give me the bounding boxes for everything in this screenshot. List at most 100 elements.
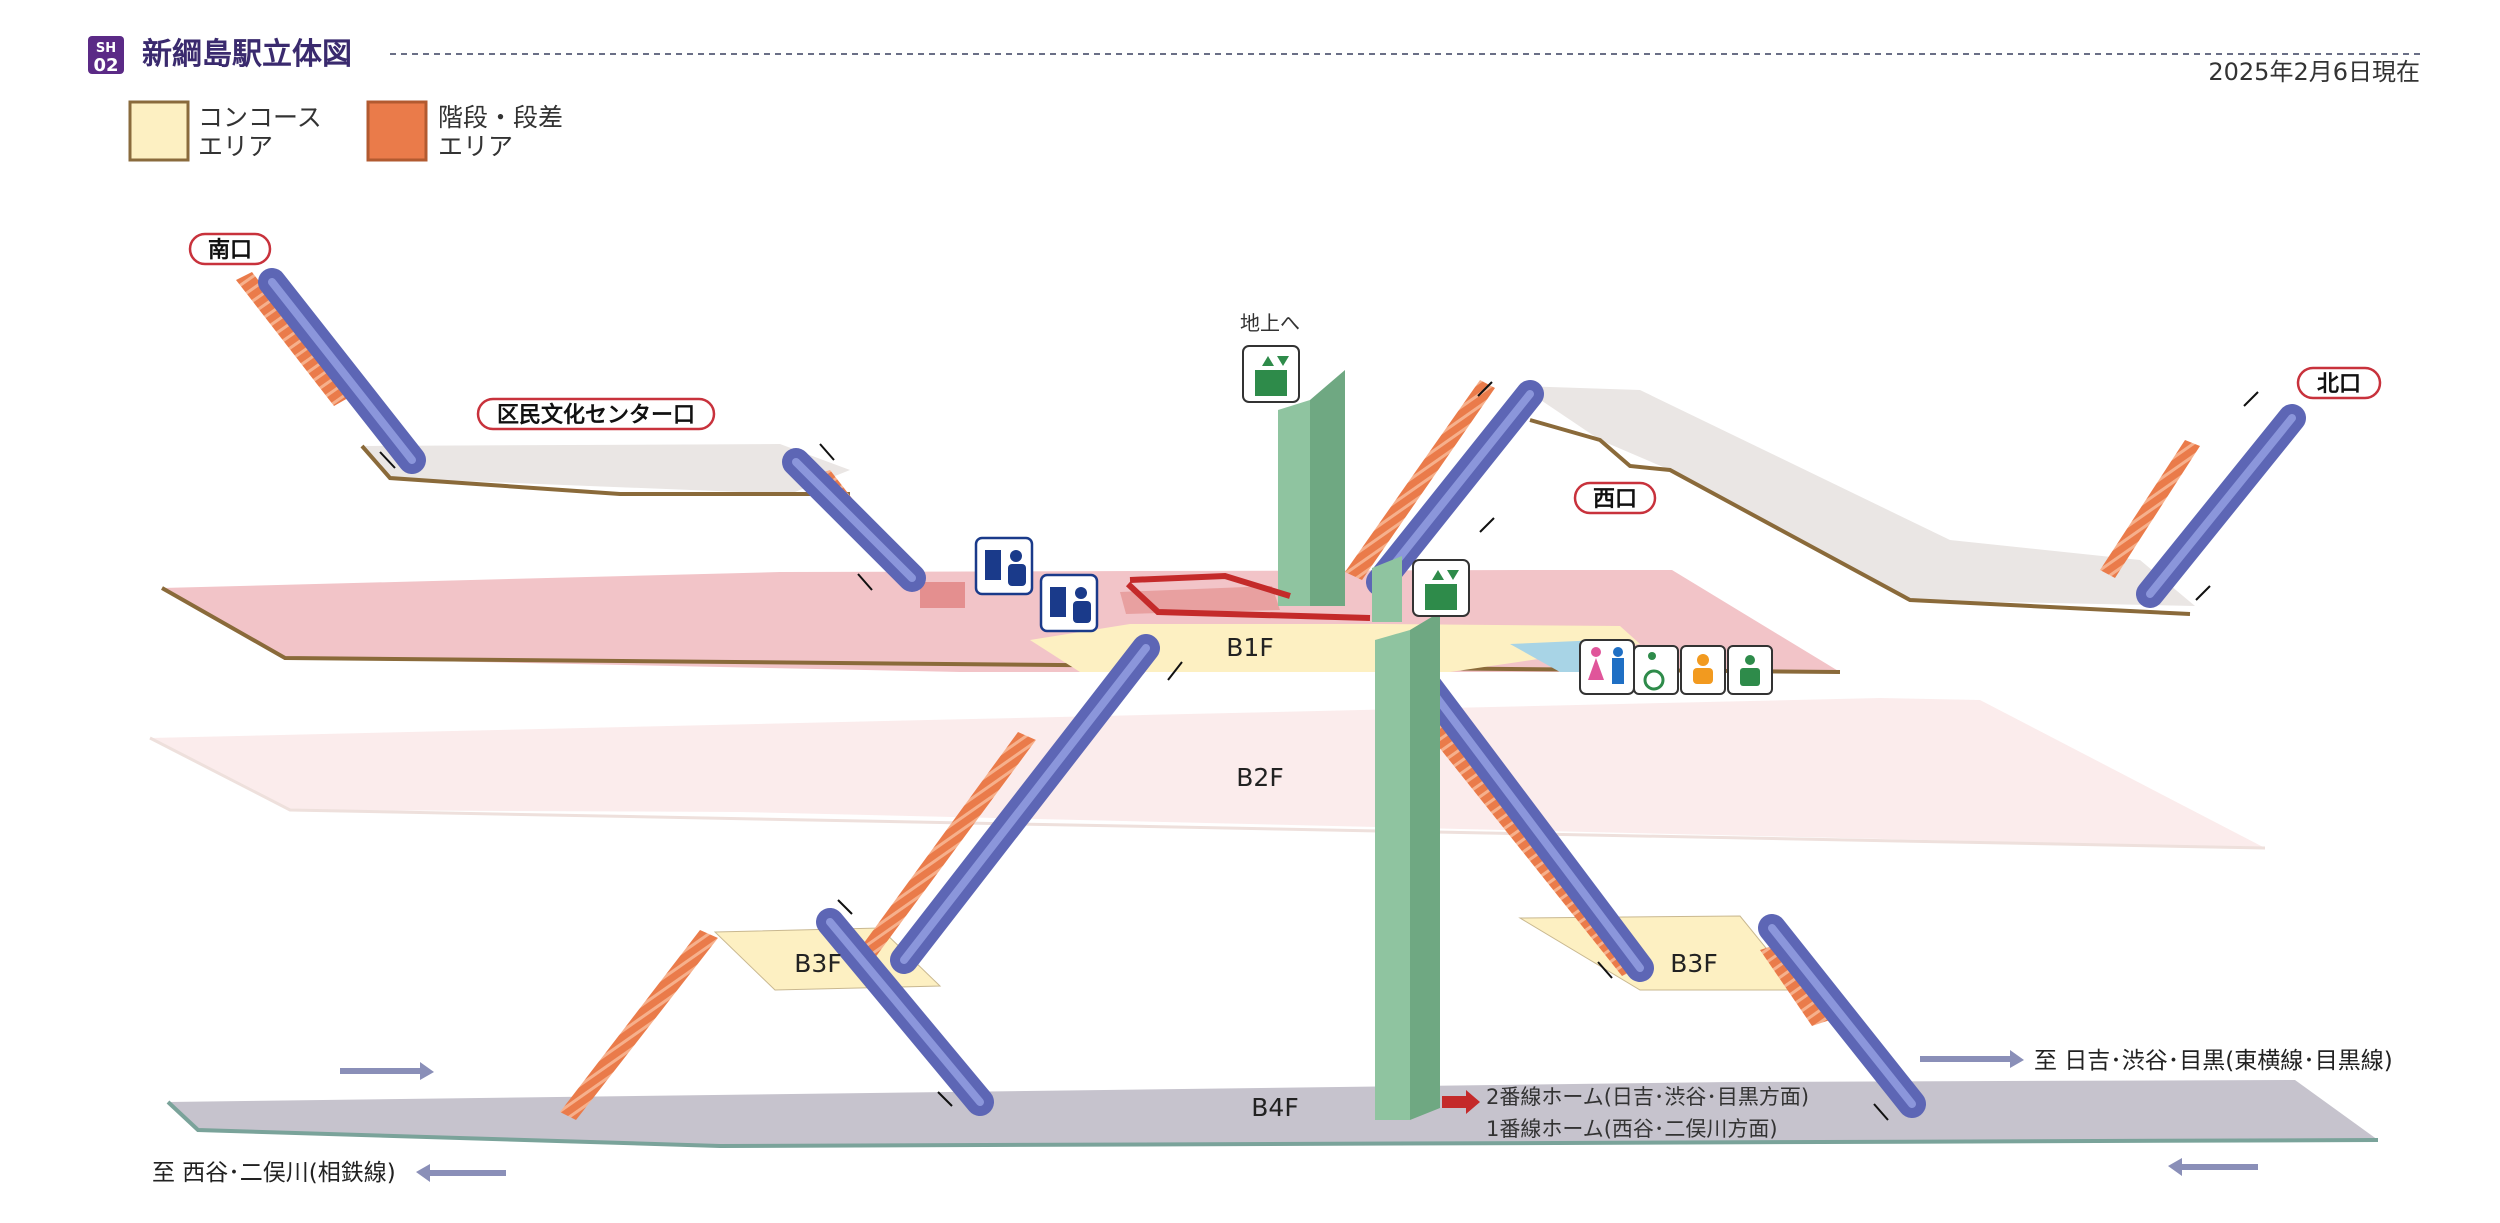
stairs-b1-b3-left xyxy=(850,732,1036,970)
ticket-office-icon[interactable] xyxy=(1039,573,1099,633)
flow-arrow-10 xyxy=(937,1091,953,1107)
flow-arrow-5 xyxy=(1479,517,1495,533)
platform-route-arrow xyxy=(1442,1090,1480,1114)
elevator-shaft-lower-front xyxy=(1375,630,1410,1120)
b4-floor xyxy=(168,1080,2378,1146)
stairs-north-exit xyxy=(2100,440,2200,578)
escalator-b3-b4-right-rail xyxy=(1768,924,1916,1108)
ticket-office-icon-person-head xyxy=(1075,587,1087,599)
stairs-b1-small xyxy=(920,582,965,608)
train-arrow-right xyxy=(1920,1050,2024,1068)
legend: コンコース エリア 階段・段差 エリア xyxy=(128,100,563,162)
multipurpose-room-icon[interactable] xyxy=(1727,645,1773,695)
baby-room-icon[interactable] xyxy=(1680,645,1726,695)
floor-label-b2: B2F xyxy=(1236,763,1283,792)
escalators-group xyxy=(258,268,2306,1118)
escalator-north-exit-rail xyxy=(2146,414,2296,598)
direction-right-label: 至 日吉･渋谷･目黒(東横線･目黒線) xyxy=(2034,1048,2393,1074)
to-ground-label-group: 地上へ xyxy=(1240,311,1300,335)
floor-label-b4: B4F xyxy=(1251,1093,1298,1122)
baby-room-icon-head xyxy=(1697,654,1709,666)
stairs-b3-b4-right xyxy=(1760,944,1830,1026)
flow-arrow-7 xyxy=(2195,585,2211,601)
elevator-shaft-upper-side xyxy=(1310,370,1345,606)
direction-right: 至 日吉･渋谷･目黒(東横線･目黒線) xyxy=(1920,1048,2393,1074)
exit-west-label: 西口 xyxy=(1593,487,1637,512)
page-title: 新綱島駅立体図 xyxy=(142,37,352,72)
baby-room-icon-body xyxy=(1693,668,1713,684)
elevator-b1-icon-up-arrow xyxy=(1432,570,1444,580)
stairs-west-exit xyxy=(1345,380,1495,580)
b1-concourse xyxy=(1030,624,1640,672)
wheelchair-icon-head xyxy=(1648,652,1656,660)
elevator-b1-icon-down-arrow xyxy=(1447,570,1459,580)
train-arrow-right-b4 xyxy=(2168,1158,2258,1176)
elevator-icon-up-arrow xyxy=(1262,356,1274,366)
elevator-shaft xyxy=(1278,370,1440,1120)
elevator-b1-icon[interactable] xyxy=(1412,559,1470,617)
platform1-label: 1番線ホーム(西谷･二俣川方面) xyxy=(1486,1117,1778,1141)
restroom-icon-female-head xyxy=(1591,647,1601,657)
escalator-south-exit-rail xyxy=(268,278,416,464)
south-passage xyxy=(362,444,850,494)
elevator-icon-down-arrow xyxy=(1277,356,1289,366)
elevator-shaft-upper-front xyxy=(1278,400,1310,606)
flow-arrow-4 xyxy=(1477,381,1493,397)
legend-label-concourse-2: エリア xyxy=(198,132,273,161)
ticket-machine-icon-person-body xyxy=(1008,564,1026,586)
multipurpose-room-icon-head xyxy=(1745,655,1755,665)
wheelchair-icon-wheel xyxy=(1643,669,1665,691)
legend-label-concourse-1: コンコース xyxy=(198,103,322,132)
restroom-icon-male-head xyxy=(1613,647,1623,657)
stairs-b1-ticket xyxy=(1120,586,1280,614)
ticket-machine-icon[interactable] xyxy=(974,536,1034,596)
legend-swatch-stairs xyxy=(366,100,428,162)
platform2-label: 2番線ホーム(日吉･渋谷･目黒方面) xyxy=(1486,1085,1809,1109)
restroom-icon[interactable] xyxy=(1579,639,1635,695)
station-number-badge xyxy=(88,36,124,74)
wheelchair-icon[interactable] xyxy=(1633,645,1679,695)
exit-west[interactable] xyxy=(1573,481,1657,515)
accessible-route xyxy=(1125,572,1480,1114)
elevator-icon-door xyxy=(1255,370,1287,396)
flow-arrows xyxy=(379,381,2259,1121)
to-ground-label: 地上へ xyxy=(1240,311,1300,335)
legend-label-stairs-2: エリア xyxy=(438,132,513,161)
exit-north[interactable] xyxy=(2296,366,2382,400)
escalator-west-exit-rail xyxy=(1376,390,1534,586)
flow-arrow-8 xyxy=(1167,661,1183,681)
exit-culture-center[interactable] xyxy=(476,397,716,431)
escalator-b3-b4-left-rail xyxy=(826,918,984,1106)
elevator-shaft-lower-side xyxy=(1410,612,1440,1120)
direction-left: 至 西谷･二俣川(相鉄線) xyxy=(152,1160,506,1186)
exit-north-label: 北口 xyxy=(2317,372,2361,397)
multipurpose-room-icon-body xyxy=(1740,668,1760,686)
exit-labels: 南口 区民文化センター口 西口 北口 xyxy=(188,232,2382,515)
west-north-passage-edge xyxy=(1529,418,2191,616)
escalator-culture-exit-rail xyxy=(792,458,916,582)
ticket-office-icon-person-body xyxy=(1073,601,1091,623)
ticket-office-icon-machine xyxy=(1050,587,1066,617)
escalator-b1-b3-left-rail xyxy=(900,644,1150,964)
ticket-machine-icon-machine xyxy=(985,550,1001,580)
station-badge-number: 02 xyxy=(93,55,118,76)
floor-label-b3-right: B3F xyxy=(1670,949,1717,978)
escalator-b1-b3-right-rail xyxy=(1400,650,1644,972)
stairs-south-exit xyxy=(236,272,348,406)
flow-arrow-1 xyxy=(379,451,396,469)
facility-icons: 地上へ xyxy=(974,311,1773,695)
elevator-shaft-b1-box xyxy=(1372,556,1402,622)
floor-label-b1: B1F xyxy=(1226,633,1273,662)
b4-floor-edge xyxy=(166,1100,2379,1149)
elevator-icon[interactable] xyxy=(1242,345,1300,403)
exit-south[interactable] xyxy=(188,232,272,266)
legend-swatch-concourse xyxy=(128,100,190,162)
stairs-group xyxy=(236,272,2200,1120)
b3-right-landing xyxy=(1518,915,1802,991)
flow-arrow-11 xyxy=(1597,961,1613,979)
ticket-machine-icon-person-head xyxy=(1010,550,1022,562)
exit-culture-center-label: 区民文化センター口 xyxy=(497,402,695,428)
flow-arrow-9 xyxy=(837,899,853,915)
floor-label-b3-left: B3F xyxy=(794,949,841,978)
